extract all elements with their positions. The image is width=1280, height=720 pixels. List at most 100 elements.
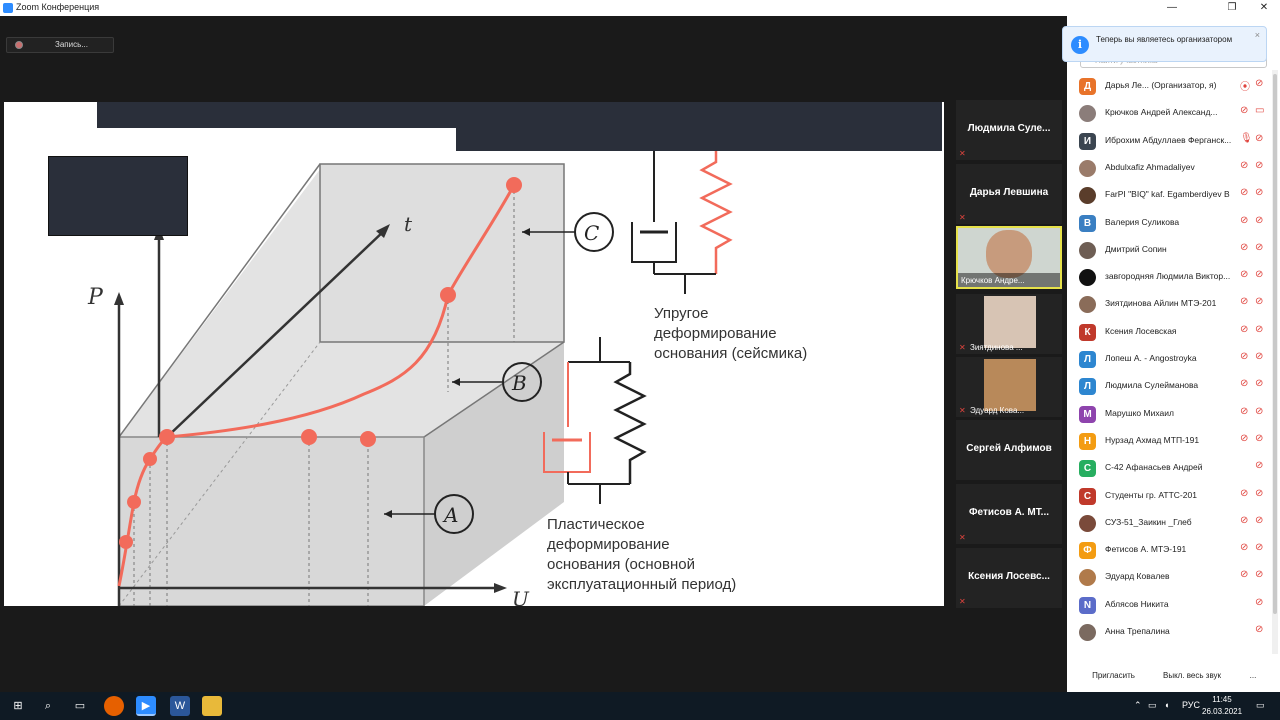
camera-off-icon[interactable]: ⊘ — [1255, 296, 1264, 308]
mic-muted-icon[interactable]: ⊘ — [1240, 378, 1249, 390]
mic-muted-icon[interactable]: ⊘ — [1240, 296, 1249, 308]
minimize-button[interactable]: — — [1167, 2, 1177, 13]
camera-off-icon[interactable]: ⊘ — [1255, 542, 1264, 554]
participant-row[interactable]: Зиятдинова Айлин МТЭ-201⊘⊘ — [1067, 292, 1272, 319]
mic-muted-icon: ✕ — [959, 149, 966, 158]
redaction-bar — [456, 128, 942, 151]
camera-off-icon[interactable]: ⊘ — [1255, 378, 1264, 390]
mute-all-button[interactable]: Выкл. весь звук — [1162, 671, 1222, 680]
participant-row[interactable]: СУЗ-51_Заикин _Глеб⊘⊘ — [1067, 511, 1272, 538]
task-view-icon[interactable]: ▭ — [74, 700, 86, 712]
camera-off-icon[interactable]: ⊘ — [1255, 159, 1264, 171]
t-axis — [166, 228, 387, 438]
camera-off-icon[interactable]: ▭ — [1255, 105, 1265, 117]
participant-row[interactable]: Дмитрий Сопин⊘⊘ — [1067, 238, 1272, 265]
mic-muted-icon[interactable]: 🎙 — [1240, 132, 1253, 144]
camera-off-icon[interactable]: ⊘ — [1255, 460, 1264, 472]
video-tile[interactable]: ✕ Зиятдинова ... — [956, 294, 1062, 354]
language-indicator[interactable]: РУС — [1182, 700, 1201, 710]
participant-avatar — [1079, 296, 1096, 314]
camera-off-icon[interactable]: ⊘ — [1255, 351, 1264, 362]
mic-muted-icon[interactable]: ⊘ — [1240, 405, 1249, 417]
notification-close-button[interactable]: × — [1254, 30, 1260, 40]
participant-row[interactable]: Анна Трепалина⊘ — [1067, 620, 1272, 647]
participant-row[interactable]: Крючков Андрей Александ...⊘▭ — [1067, 101, 1272, 128]
participant-name: Ксения Лосевская — [1105, 325, 1177, 336]
mic-muted-icon[interactable]: ⊘ — [1240, 351, 1249, 362]
video-tile[interactable]: ✕ Эдуард Кова... — [956, 357, 1062, 417]
more-button[interactable]: ... — [1249, 671, 1257, 680]
participant-row[interactable]: завгородняя Людмила Виктор...⊘⊘ — [1067, 265, 1272, 292]
mic-muted-icon[interactable]: ⊘ — [1240, 187, 1249, 199]
participant-avatar — [1079, 624, 1096, 641]
mic-muted-icon[interactable]: ⊘ — [1240, 241, 1249, 253]
video-tile[interactable]: Сергей Алфимов — [956, 420, 1062, 480]
camera-off-icon[interactable]: ⊘ — [1255, 187, 1264, 199]
recording-indicator[interactable]: Запись... — [6, 37, 114, 53]
participant-row[interactable]: Эдуард Ковалев⊘⊘ — [1067, 565, 1272, 592]
mic-muted-icon[interactable]: ⊘ — [1240, 432, 1249, 444]
camera-off-icon[interactable]: ⊘ — [1255, 323, 1264, 335]
video-tile[interactable]: Людмила Суле... ✕ — [956, 100, 1062, 160]
taskbar-clock[interactable]: 11:45 26.03.2021 — [1202, 694, 1242, 718]
participant-row[interactable]: Abdulxafiz Ahmadaliyev ⊘ ⊘ — [1067, 156, 1272, 183]
info-icon: i — [1071, 36, 1089, 54]
firefox-icon[interactable] — [104, 696, 124, 716]
camera-off-icon[interactable]: ⊘ — [1255, 487, 1264, 499]
mic-muted-icon[interactable]: ⊘ — [1240, 542, 1249, 554]
mic-muted-icon[interactable]: ⊘ — [1240, 214, 1249, 226]
mic-muted-icon[interactable]: ⊘ — [1240, 159, 1249, 171]
participant-avatar: Н — [1079, 432, 1096, 450]
mic-muted-icon[interactable]: ⊘ — [1240, 105, 1249, 117]
invite-button[interactable]: Пригласить — [1092, 671, 1135, 680]
camera-off-icon[interactable]: ⊘ — [1255, 596, 1264, 608]
search-icon[interactable]: ⌕ — [44, 700, 52, 712]
video-tile-active[interactable]: Крючков Андре... — [956, 226, 1062, 289]
video-tile[interactable]: Фетисов А. МТ... ✕ — [956, 484, 1062, 544]
camera-off-icon[interactable]: ⊘ — [1255, 624, 1264, 635]
mic-muted-icon[interactable]: ⊘ — [1240, 514, 1249, 526]
camera-off-icon[interactable]: ⊘ — [1255, 132, 1264, 144]
video-tile[interactable]: Ксения Лосевс... ✕ — [956, 548, 1062, 608]
camera-off-icon[interactable]: ⊘ — [1255, 569, 1264, 581]
video-tile-name: Зиятдинова ... — [970, 343, 1023, 352]
participant-name: Abdulxafiz Ahmadaliyev — [1105, 161, 1195, 172]
maximize-button[interactable]: ❐ — [1227, 2, 1237, 13]
camera-off-icon[interactable]: ⊘ — [1255, 514, 1264, 526]
camera-off-icon[interactable]: ⊘ — [1255, 405, 1264, 417]
mic-muted-icon[interactable]: ⊘ — [1240, 269, 1249, 281]
word-icon[interactable]: W — [170, 696, 190, 716]
mic-muted-icon[interactable]: ⊘ — [1240, 323, 1249, 335]
camera-off-icon[interactable]: ⊘ — [1255, 269, 1264, 281]
close-button[interactable]: ✕ — [1259, 2, 1269, 13]
mic-muted-icon[interactable]: ⦿ — [1240, 82, 1250, 93]
volume-icon[interactable]: ◖ — [1164, 700, 1170, 710]
mic-muted-icon[interactable]: ⊘ — [1240, 487, 1249, 499]
camera-off-icon[interactable]: ⊘ — [1255, 78, 1264, 89]
tray-chevron-icon[interactable]: ⌃ — [1134, 700, 1142, 710]
windows-start-icon[interactable]: ⊞ — [13, 700, 23, 712]
notifications-icon[interactable]: ▭ — [1256, 700, 1265, 710]
file-explorer-icon[interactable] — [202, 696, 222, 716]
scrollbar-thumb[interactable] — [1273, 74, 1277, 614]
camera-off-icon[interactable]: ⊘ — [1255, 432, 1264, 444]
video-tile[interactable]: Дарья Левшина ✕ — [956, 164, 1062, 224]
camera-off-icon[interactable]: ⊘ — [1255, 214, 1264, 226]
zoom-taskbar-icon[interactable]: ▶ — [136, 696, 156, 716]
network-icon[interactable]: ▭ — [1148, 700, 1157, 710]
camera-off-icon[interactable]: ⊘ — [1255, 241, 1264, 253]
participant-row[interactable]: FarPI "BIQ" kaf. Egamberdiyev B⊘⊘ — [1067, 183, 1272, 210]
mic-muted-icon[interactable]: ⊘ — [1240, 569, 1249, 581]
